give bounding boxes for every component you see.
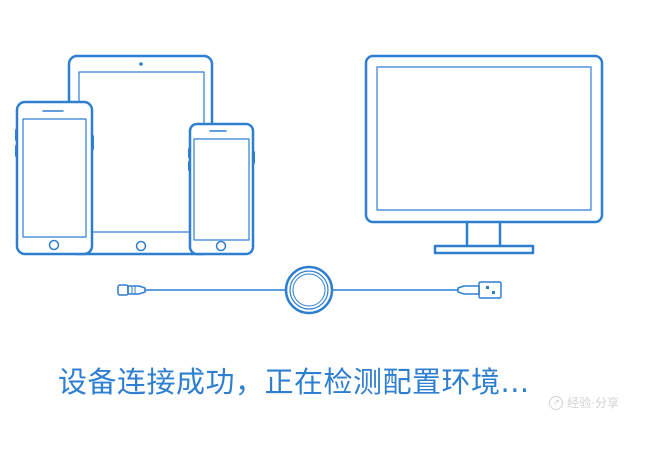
cable-coil-icon	[284, 265, 334, 315]
monitor-icon	[364, 54, 604, 255]
watermark-text: 经验·分享	[567, 396, 619, 410]
phone-small-icon	[188, 122, 255, 256]
phone-large-icon	[15, 100, 94, 256]
watermark: ↗ 经验·分享	[549, 395, 619, 411]
watermark-logo-icon: ↗	[549, 396, 564, 410]
connection-status-text: 设备连接成功，正在检测配置环境...	[58, 365, 530, 399]
